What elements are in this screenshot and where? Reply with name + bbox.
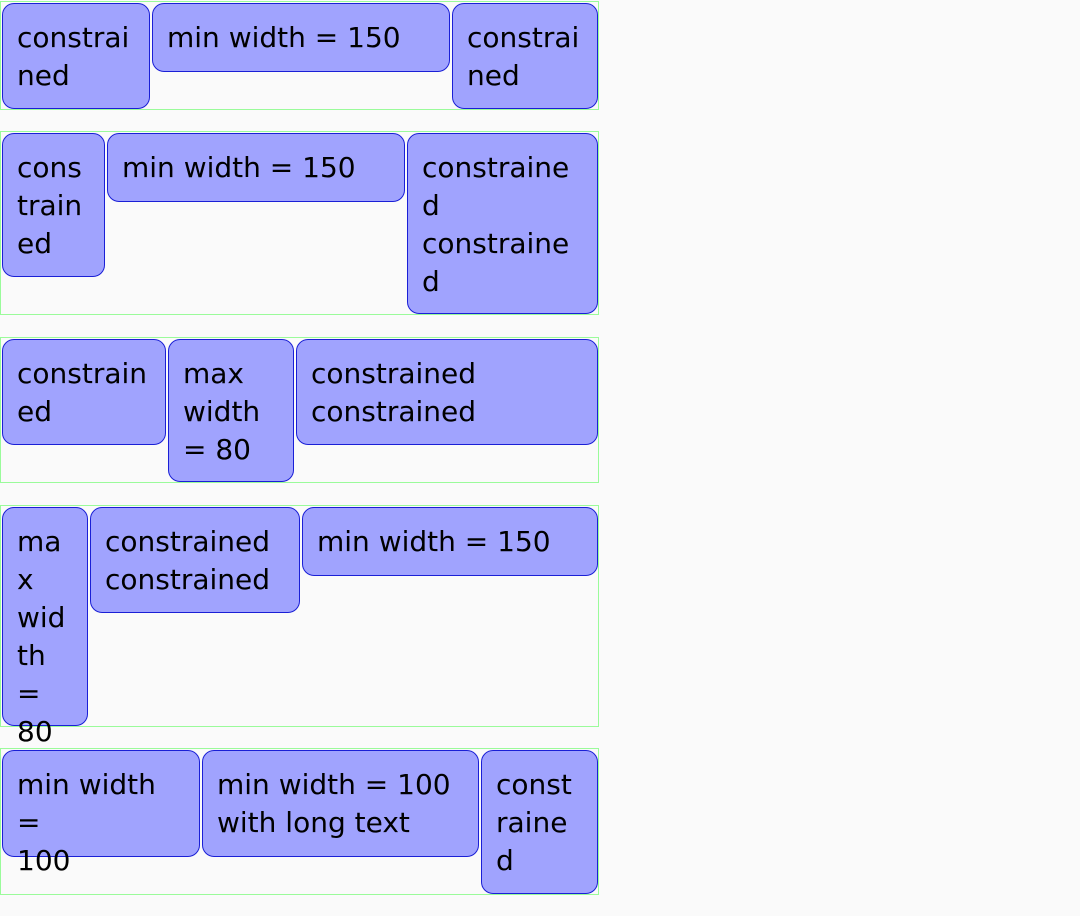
row4-box-max-width-80: ma x wid th = 80 <box>2 507 88 748</box>
row4-box-min-width-150: min width = 150 <box>302 507 598 576</box>
row5-box-min-width-100-long-text: min width = 100 with long text <box>202 750 479 857</box>
row3-box-max-width-80: max width = 80 <box>168 339 294 482</box>
row3-box-constrained-left: constrain ed <box>2 339 166 445</box>
row5-box-constrained: const raine d <box>481 750 598 894</box>
flex-row-2: cons train ed min width = 150 constraine… <box>0 131 599 315</box>
row1-box-constrained-right: constrai ned <box>452 3 598 109</box>
row1-box-constrained-left: constrai ned <box>2 3 150 109</box>
flex-row-4: ma x wid th = 80 constrained constrained… <box>0 505 599 748</box>
row3-box-constrained-right: constrained constrained <box>296 339 598 445</box>
row2-box-constrained-right: constraine d constraine d <box>407 133 598 314</box>
flex-row-3: constrain ed max width = 80 constrained … <box>0 337 599 483</box>
row2-box-min-width-150: min width = 150 <box>107 133 405 202</box>
flex-row-5: min width = 100 min width = 100 with lon… <box>0 748 599 895</box>
row1-box-min-width-150: min width = 150 <box>152 3 450 72</box>
row4-box-constrained: constrained constrained <box>90 507 300 613</box>
row5-box-min-width-100: min width = 100 <box>2 750 200 877</box>
flex-row-1: constrai ned min width = 150 constrai ne… <box>0 1 599 110</box>
row2-box-constrained-left: cons train ed <box>2 133 105 277</box>
